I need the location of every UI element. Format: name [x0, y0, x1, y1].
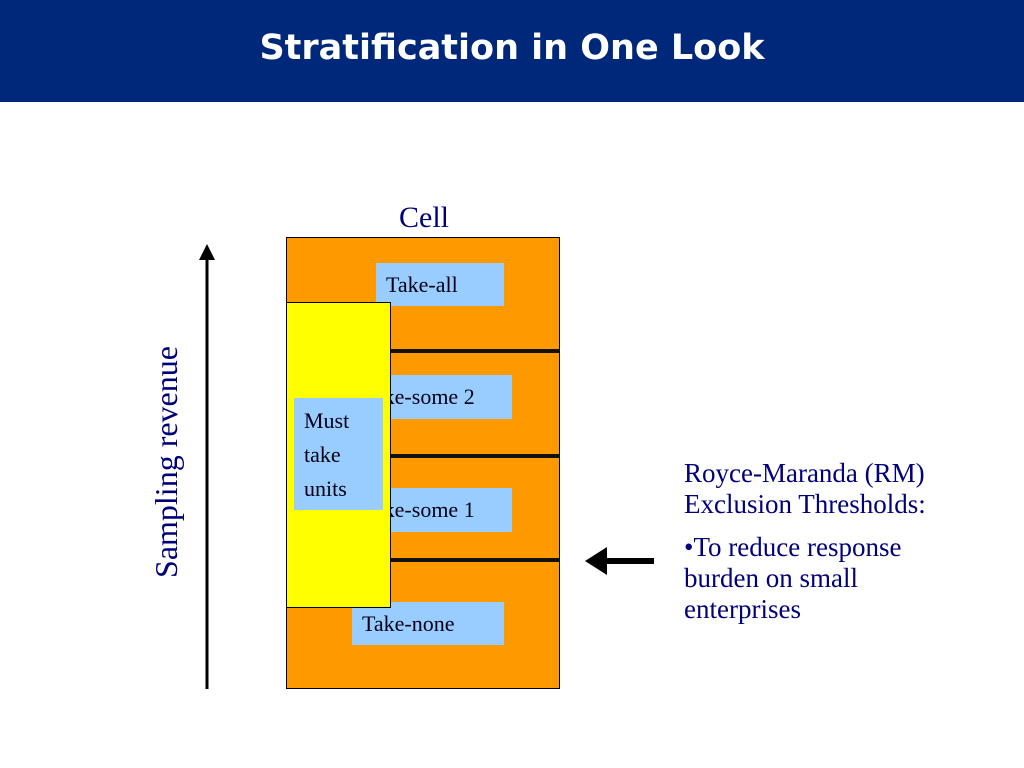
- slide-title: Stratification in One Look: [259, 28, 765, 68]
- must-take-line-2: take: [304, 442, 341, 467]
- must-take-label: Must take units: [294, 398, 383, 510]
- stratum-divider-lower: [390, 558, 560, 562]
- notes-bullet-line-1: •To reduce response: [684, 532, 902, 562]
- notes-heading-line-1: Royce-Maranda (RM): [684, 458, 925, 488]
- left-arrow-icon: [585, 547, 654, 575]
- notes-panel: Royce-Maranda (RM) Exclusion Thresholds:…: [684, 458, 1004, 625]
- title-bar: [0, 0, 1024, 102]
- must-take-line-3: units: [304, 476, 347, 501]
- notes-heading-line-2: Exclusion Thresholds:: [684, 489, 926, 519]
- stratum-divider-upper: [390, 349, 560, 353]
- notes-bullet: •To reduce response burden on small ente…: [684, 532, 1004, 625]
- stratum-divider-middle: [390, 454, 560, 458]
- notes-bullet-line-3: enterprises: [684, 594, 801, 624]
- cell-label: Cell: [399, 201, 449, 234]
- take-all-label: Take-all: [376, 263, 504, 306]
- take-none-label: Take-none: [352, 602, 504, 645]
- must-take-line-1: Must: [304, 408, 350, 433]
- up-arrow-icon: [199, 244, 215, 689]
- notes-heading: Royce-Maranda (RM) Exclusion Thresholds:: [684, 458, 1004, 520]
- notes-bullet-line-2: burden on small: [684, 563, 858, 593]
